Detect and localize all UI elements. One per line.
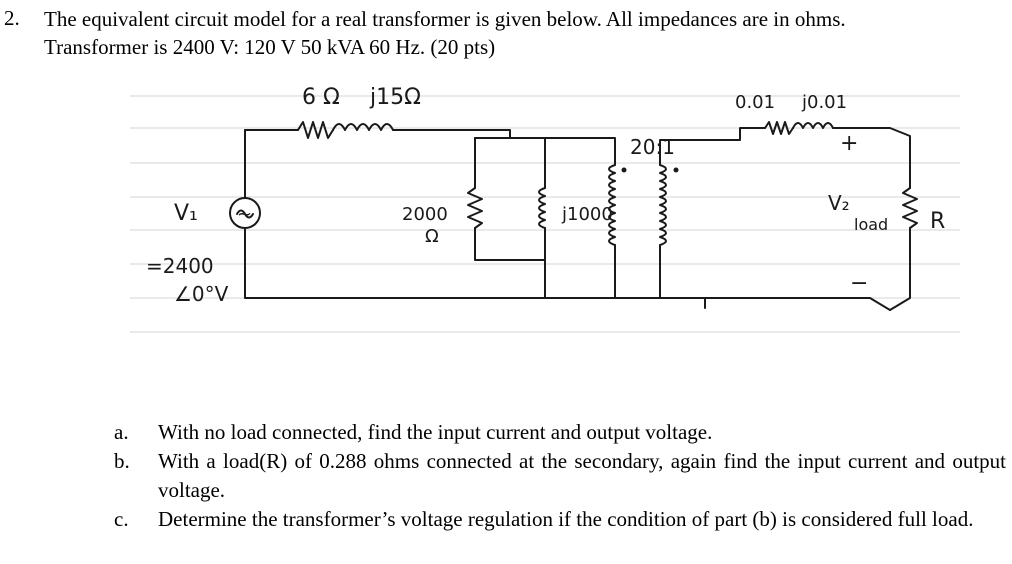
question-number: 2. — [4, 6, 20, 30]
load-r-label: R — [930, 209, 945, 234]
secondary-winding — [659, 164, 667, 246]
sub-question-label: c. — [114, 507, 129, 531]
sub-question-a: a. With no load connected, find the inpu… — [106, 418, 1006, 447]
r1-label: 6 Ω — [302, 85, 340, 110]
sub-question-label: a. — [114, 420, 129, 444]
x2-inductor — [792, 122, 834, 129]
secondary-polarity-dot — [673, 167, 679, 173]
v2-label: V₂ — [828, 191, 850, 215]
r2-resistor — [764, 121, 794, 135]
v1-value-label: =2400 — [146, 254, 214, 278]
load-resistor — [902, 187, 918, 229]
question-text-line-2: Transformer is 2400 V: 120 V 50 kVA 60 H… — [44, 35, 496, 59]
rc-label: 2000 — [402, 204, 448, 225]
equivalent-circuit-diagram: 6 Ω j15Ω 0.01 j0.01 20:1 2000 Ω j1000 ~ … — [130, 85, 960, 333]
rc-resistor — [467, 187, 483, 229]
sub-question-b: b. With a load(R) of 0.288 ohms connecte… — [106, 447, 1006, 505]
x1-inductor — [332, 123, 394, 131]
sub-question-c: c. Determine the transformer’s voltage r… — [106, 505, 1006, 534]
minus-sign: − — [850, 271, 868, 296]
sub-question-text: With a load(R) of 0.288 ohms connected a… — [158, 449, 1006, 502]
r2-label: 0.01 — [735, 92, 775, 113]
question-text-line-1: The equivalent circuit model for a real … — [44, 7, 846, 31]
plus-sign: + — [840, 131, 858, 156]
xm-inductor — [538, 187, 546, 229]
sub-question-label: b. — [114, 449, 130, 473]
sub-question-text: With no load connected, find the input c… — [158, 420, 713, 444]
v1-angle-label: ∠0°V — [174, 282, 229, 306]
primary-polarity-dot — [621, 167, 627, 173]
turns-ratio-label: 20:1 — [630, 135, 675, 159]
xm-label: j1000 — [561, 204, 613, 225]
primary-winding — [608, 164, 616, 246]
load-label: load — [854, 215, 888, 234]
sub-question-text: Determine the transformer’s voltage regu… — [158, 507, 974, 531]
x1-label: j15Ω — [369, 85, 421, 110]
rc-unit-label: Ω — [425, 226, 439, 247]
r1-resistor — [297, 121, 334, 139]
sub-questions: a. With no load connected, find the inpu… — [106, 418, 1006, 534]
source-symbol: ~ — [237, 204, 252, 225]
v1-label: V₁ — [174, 201, 198, 226]
x2-label: j0.01 — [801, 92, 847, 113]
